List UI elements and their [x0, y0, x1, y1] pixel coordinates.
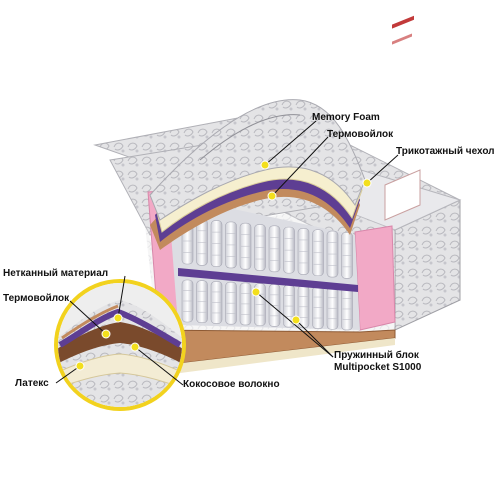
cover-tag — [384, 15, 421, 221]
callout-markers — [75, 160, 372, 371]
label-latex: Латекс — [15, 378, 49, 389]
zoom-callout — [54, 279, 186, 411]
label-nonwoven: Нетканный материал — [3, 268, 109, 279]
label-spring-block: Пружинный блок — [334, 350, 419, 361]
pink-side-insert-right — [354, 225, 396, 331]
label-coconut-fiber: Кокосовое волокно — [183, 379, 280, 390]
label-thermofelt-left: Термовойлок — [3, 293, 70, 304]
latex-base-layer — [150, 338, 395, 375]
label-spring-block-model: Multipocket S1000 — [334, 362, 422, 373]
label-knit-cover: Трикотажный чехол — [396, 146, 495, 157]
leader-lines — [55, 120, 399, 386]
peeled-layers — [149, 99, 366, 250]
label-memory-foam: Memory Foam — [312, 112, 380, 123]
label-thermofelt-top: Термовойлок — [327, 129, 394, 140]
spring-block — [168, 195, 360, 331]
